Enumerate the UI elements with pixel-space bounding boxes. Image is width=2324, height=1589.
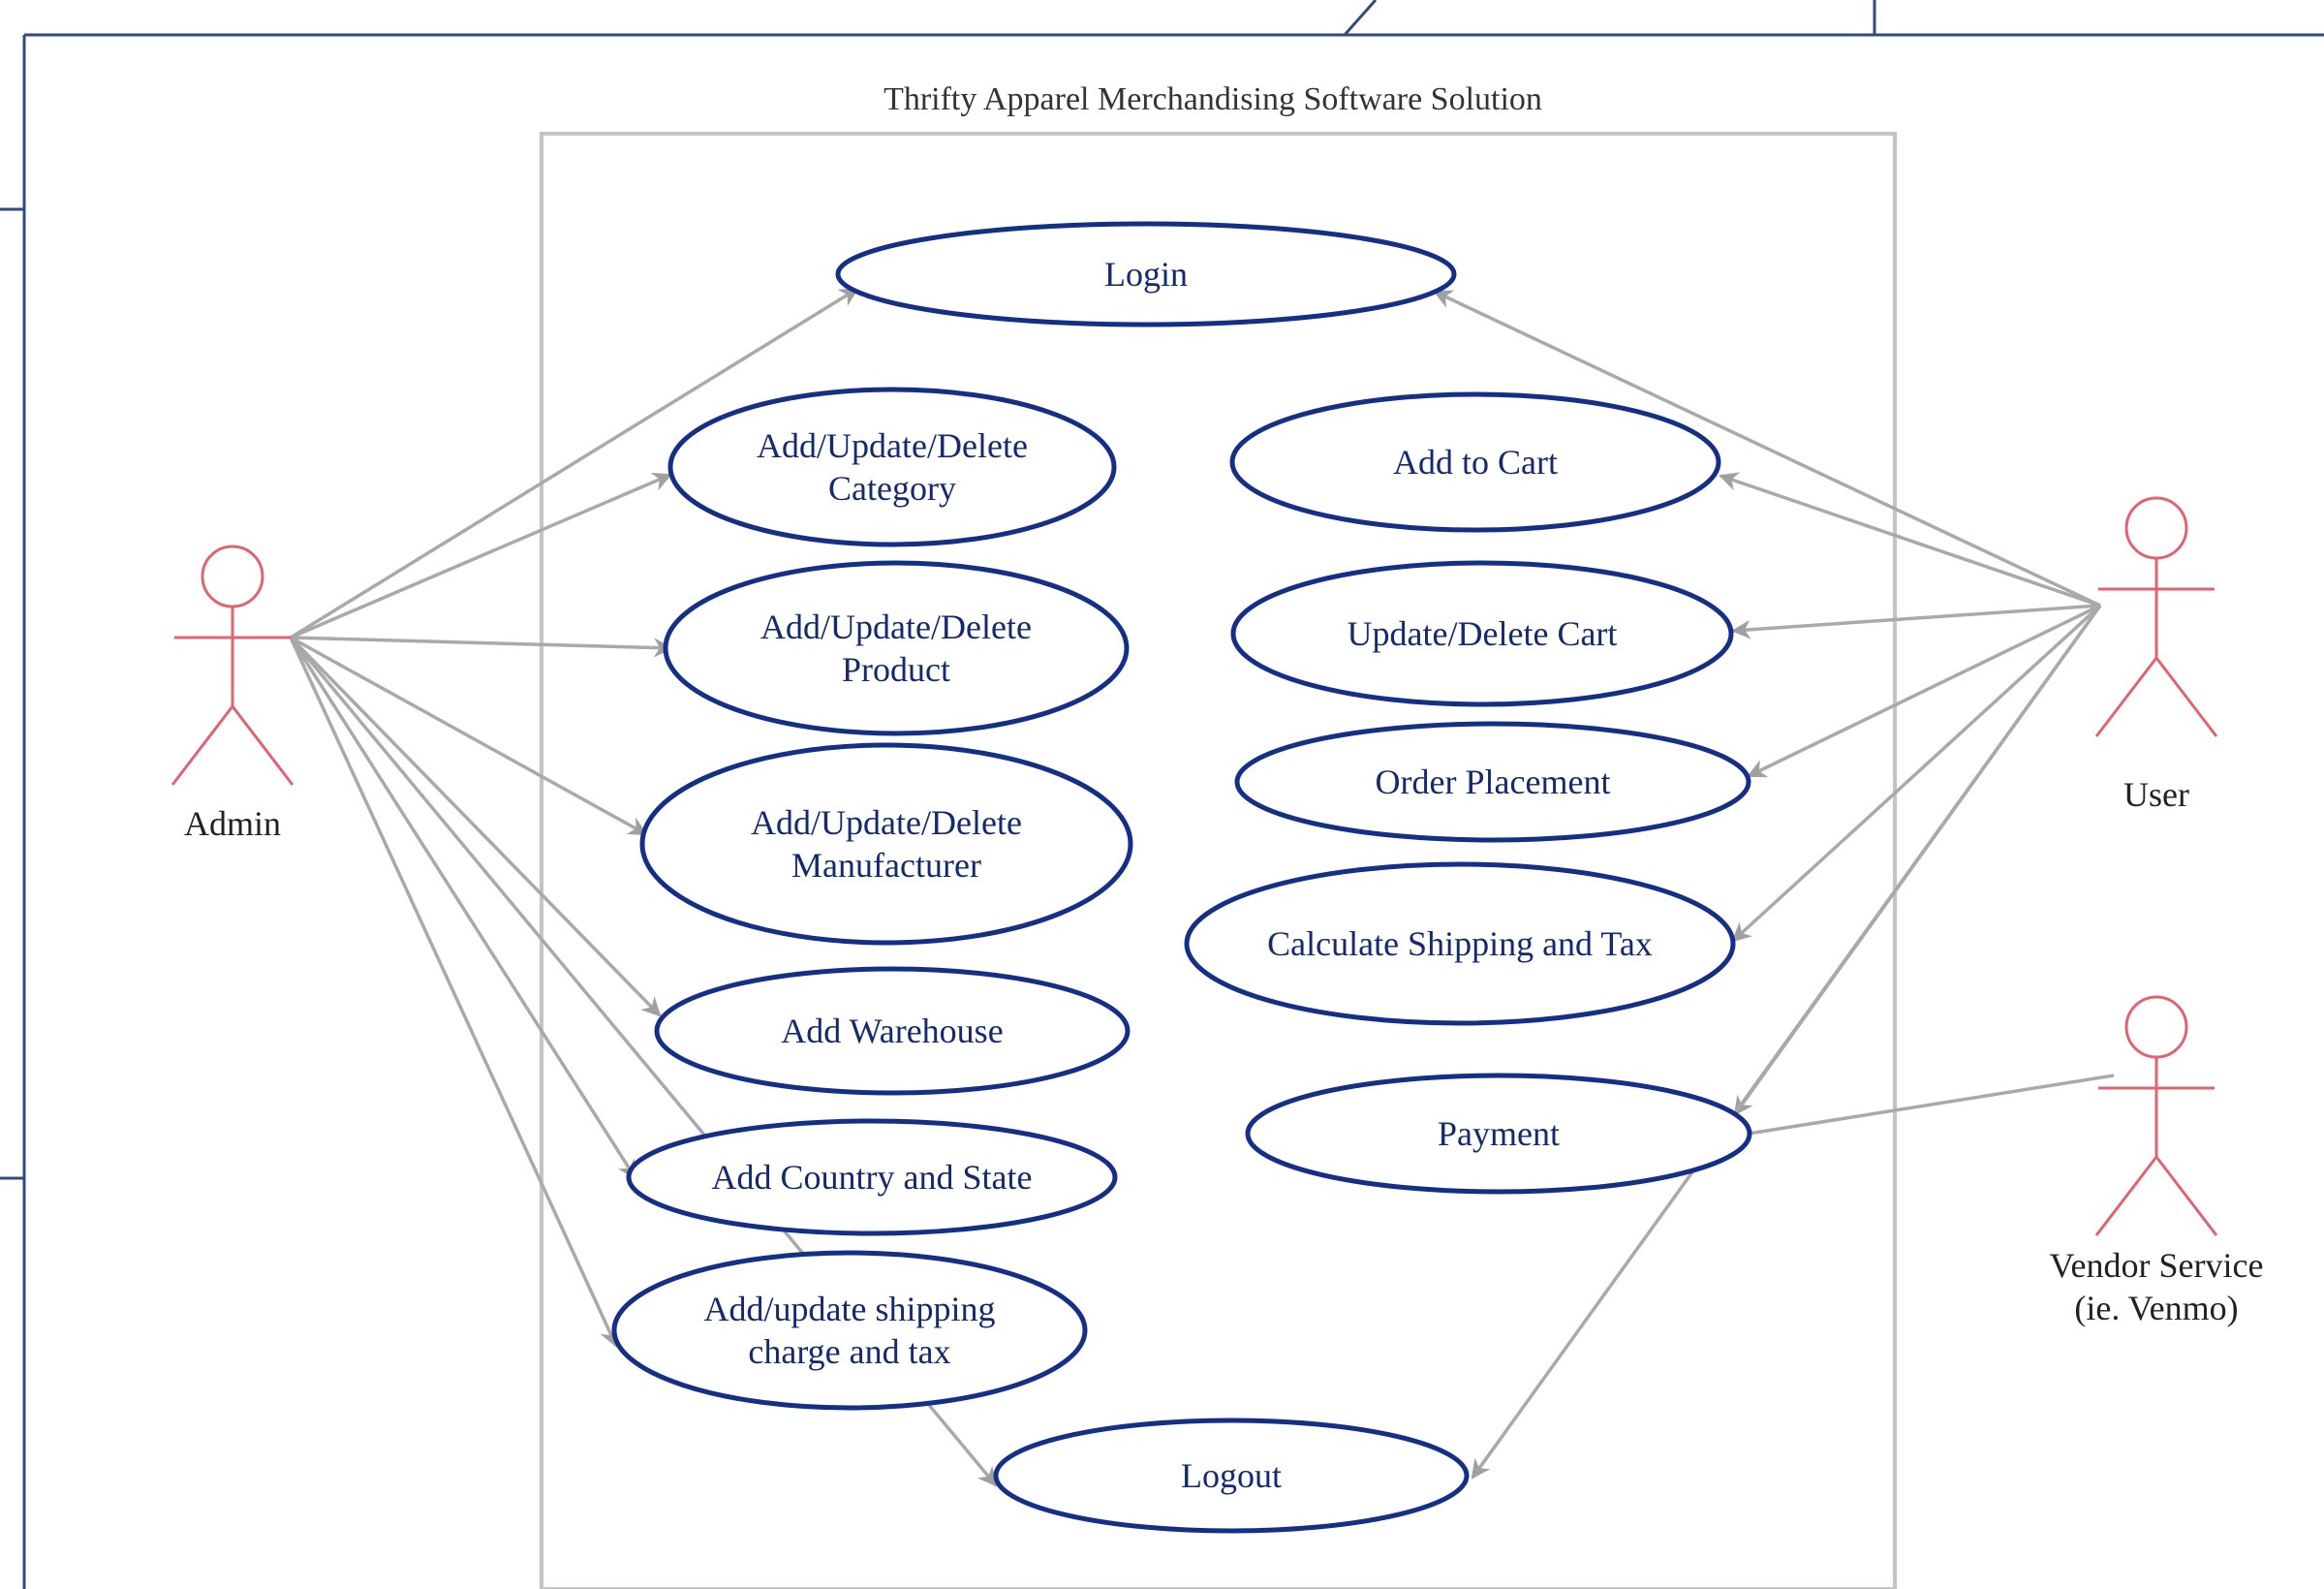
actor-head [201,545,264,608]
use-case-ellipse [639,742,1133,946]
use-case-label: Add/Update/Delete [751,803,1022,842]
association-user-to-add_cart [1719,472,2101,608]
actor-leg-left [2094,1156,2158,1236]
use-case-add_cart: Add to Cart [1229,391,1721,533]
use-case-label: Add Country and State [712,1158,1033,1197]
frame-line-diagonal [1343,0,1378,36]
association-user-to-order [1747,604,2101,778]
actor-leg-left [170,705,234,786]
use-case-logout: Logout [993,1418,1470,1534]
use-case-label: Manufacturer [791,846,981,885]
association-admin-to-product [290,636,673,658]
use-case-ellipse [667,387,1117,547]
use-case-ellipse [626,1118,1118,1236]
use-case-label: Add/Update/Delete [760,608,1032,646]
actor-head [2124,496,2188,560]
association-user-to-update_cart [1731,604,2101,639]
system-boundary [540,132,1897,1589]
actor-label: (ie. Venmo) [2074,1289,2238,1327]
association-admin-to-category [290,472,672,639]
association-user-to-logout [1471,604,2102,1480]
use-case-label: Add to Cart [1393,443,1558,482]
use-case-ellipse [654,966,1131,1096]
use-case-warehouse: Add Warehouse [654,966,1131,1096]
actor-label: User [2123,775,2189,814]
actor-user: User [2094,496,2218,814]
actor-leg-right [2154,657,2218,737]
actor-leg-right [2154,1156,2218,1236]
actor-leg-left [2094,657,2158,737]
use-case-shipping_tax: Add/update shipping charge and tax [611,1250,1088,1411]
association-admin-to-shipping_tax [289,637,618,1348]
association-admin-to-country [289,637,637,1180]
use-case-label: Login [1104,255,1188,294]
association-admin-to-login [290,287,859,639]
system-title: Thrifty Apparel Merchandising Software S… [883,81,1542,117]
actor-label: Vendor Service [2050,1246,2264,1285]
use-case-ellipse [1184,861,1736,1026]
use-case-label: Add Warehouse [781,1012,1003,1050]
actor-admin: Admin [170,545,294,843]
association-user-to-calc_shipping [1731,604,2102,943]
actor-leg-right [231,705,294,786]
use-case-calc_shipping: Calculate Shipping and Tax [1184,861,1736,1026]
actor-label: Admin [184,804,281,843]
actor-vendor: Vendor Service (ie. Venmo) [2050,995,2264,1327]
actor-head [2124,995,2188,1059]
association-admin-to-warehouse [289,636,662,1017]
association-admin-to-manufacturer [290,636,648,836]
use-case-ellipse [835,221,1457,327]
use-case-ellipse [1234,721,1751,843]
use-case-ellipse [611,1250,1088,1411]
use-case-label: charge and tax [748,1332,950,1371]
use-case-update_cart: Update/Delete Cart [1230,560,1734,707]
use-case-label: Update/Delete Cart [1348,614,1618,653]
use-case-label: Payment [1438,1114,1560,1153]
use-case-login: Login [835,221,1457,327]
use-case-ellipse [993,1418,1470,1534]
use-case-label: Calculate Shipping and Tax [1267,924,1653,963]
use-case-label: Add/update shipping [704,1290,996,1328]
use-case-label: Category [828,469,956,508]
use-case-order: Order Placement [1234,721,1751,843]
use-case-ellipse [1245,1073,1752,1195]
use-case-label: Logout [1181,1456,1282,1495]
use-case-ellipse [1229,391,1721,533]
use-case-ellipse [663,560,1130,736]
use-case-label: Add/Update/Delete [757,426,1028,465]
use-case-label: Product [842,650,950,689]
use-case-ellipse [1230,560,1734,707]
association-user-to-login [1433,290,2101,608]
use-case-country: Add Country and State [626,1118,1118,1236]
use-case-payment: Payment [1245,1073,1752,1195]
associations [289,287,2115,1487]
use-case-label: Order Placement [1376,763,1611,801]
use-cases: LoginAdd/Update/DeleteCategoryAdd/Update… [611,221,1752,1534]
association-vendor-to-payment [1748,1074,2115,1136]
